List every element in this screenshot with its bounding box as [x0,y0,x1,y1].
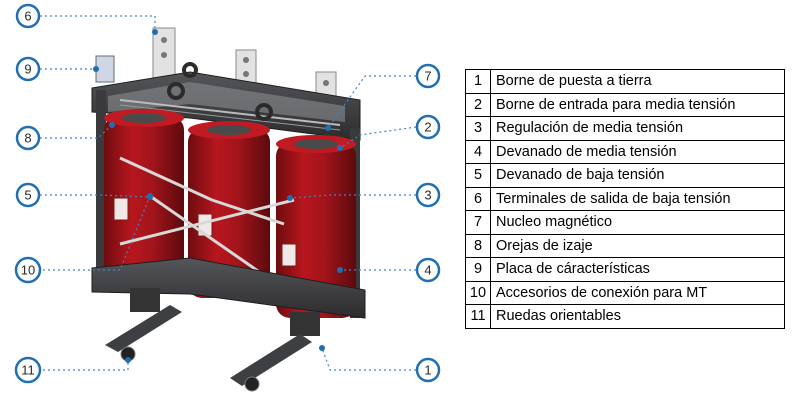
transformer-illustration [91,27,366,392]
legend-text: Nucleo magnético [490,210,785,235]
callout-badge-5: 5 [15,182,41,208]
legend-row: 2 Borne de entrada para media tensión [465,92,785,117]
wheels [105,305,312,392]
legend-number: 9 [465,257,491,282]
legend-number: 7 [465,210,491,235]
callout-badge-10: 10 [14,256,42,284]
callout-badge-2: 2 [415,114,441,140]
legend-table: 1 Borne de puesta a tierra 2 Borne de en… [465,69,785,329]
callout-badge-11: 11 [14,356,42,384]
callout-badge-8: 8 [15,125,41,151]
legend-text: Orejas de izaje [490,233,785,258]
legend-text: Regulación de media tensión [490,116,785,141]
legend-row: 3 Regulación de media tensión [465,116,785,141]
legend-text: Placa de cáracterísticas [490,257,785,282]
callout-label-10: 10 [21,263,35,278]
legend-text: Borne de entrada para media tensión [490,92,785,117]
coil-center [188,121,270,298]
legend-number: 2 [465,92,491,117]
callout-label-3: 3 [424,188,431,203]
callout-label-7: 7 [424,69,431,84]
legend-number: 4 [465,139,491,164]
legend-number: 8 [465,233,491,258]
callout-label-1: 1 [424,363,431,378]
callout-label-5: 5 [24,188,31,203]
callout-badge-7: 7 [415,63,441,89]
callout-leaders [40,15,417,371]
callout-dots [93,29,343,363]
callout-label-4: 4 [424,263,431,278]
mv-connection-rods [119,156,295,280]
callout-badge-6: 6 [15,3,41,29]
legend-number: 6 [465,186,491,211]
callout-badge-1: 1 [415,357,441,383]
bottom-frame [91,257,366,336]
legend-text: Devanado de baja tensión [490,163,785,188]
legend-text: Terminales de salida de baja tensión [490,186,785,211]
transformer-diagram: 6 9 8 5 10 11 7 2 [14,3,441,392]
legend-text: Devanado de media tensión [490,139,785,164]
callout-badge-3: 3 [415,182,441,208]
callout-badges: 6 9 8 5 10 11 7 2 [14,3,441,384]
lifting-eyes [167,62,273,121]
callout-label-9: 9 [24,62,31,77]
legend-text: Ruedas orientables [490,304,785,329]
legend-row: 6 Terminales de salida de baja tensión [465,186,785,211]
legend-text: Accesorios de conexión para MT [490,280,785,305]
legend-row: 4 Devanado de media tensión [465,139,785,164]
legend-row: 7 Nucleo magnético [465,210,785,235]
callout-label-6: 6 [24,9,31,24]
callout-label-11: 11 [21,363,35,378]
callout-badge-4: 4 [415,257,441,283]
legend-row: 9 Placa de cáracterísticas [465,257,785,282]
coil-right [276,135,356,318]
legend-number: 1 [465,69,491,94]
callout-label-8: 8 [24,131,31,146]
legend-row: 8 Orejas de izaje [465,233,785,258]
legend-number: 3 [465,116,491,141]
callout-label-2: 2 [424,120,431,135]
legend-row: 10 Accesorios de conexión para MT [465,280,785,305]
legend-row: 5 Devanado de baja tensión [465,163,785,188]
legend-number: 10 [465,280,491,305]
legend-number: 5 [465,163,491,188]
legend-text: Borne de puesta a tierra [490,69,785,94]
legend-number: 11 [465,304,491,329]
legend-row: 11 Ruedas orientables [465,304,785,329]
coil-left [104,109,184,278]
callout-badge-9: 9 [15,56,41,82]
legend-row: 1 Borne de puesta a tierra [465,69,785,94]
